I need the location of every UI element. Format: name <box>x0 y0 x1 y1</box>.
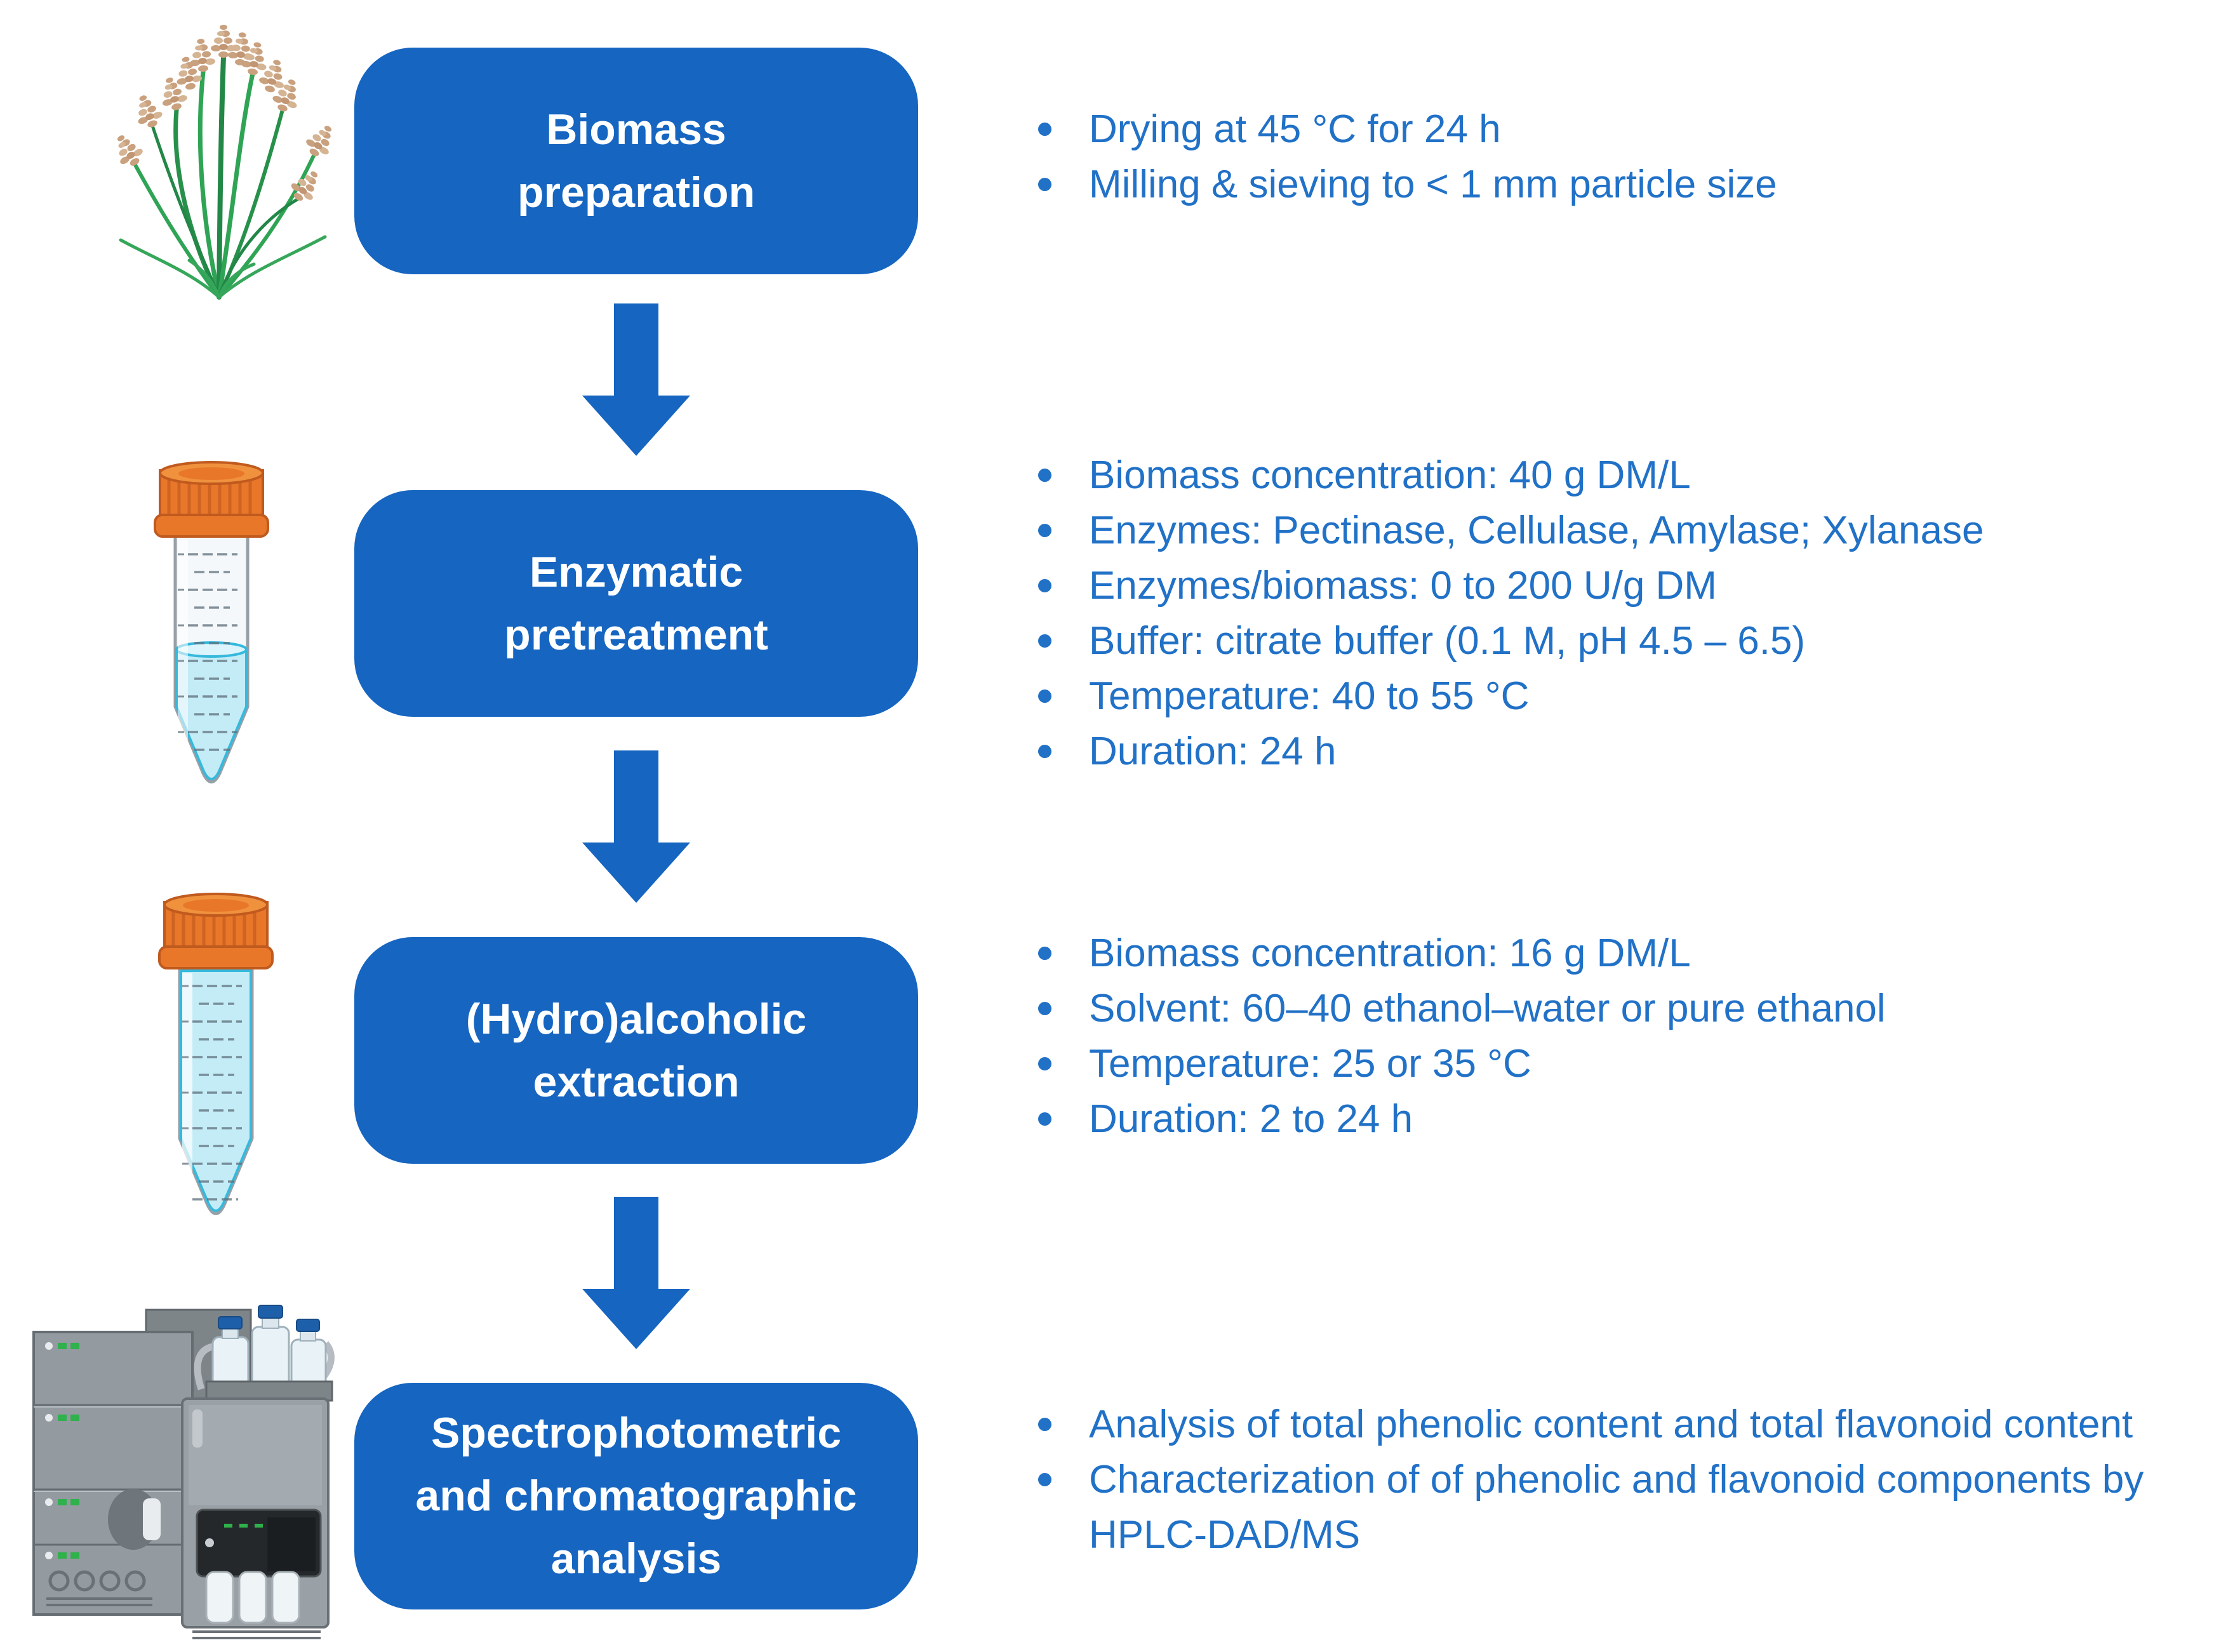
bullet-text: Milling & sieving to < 1 mm particle siz… <box>1089 163 1777 206</box>
bullet-item: Duration: 24 h <box>978 724 2222 779</box>
bullet-dot <box>1038 524 1051 537</box>
down-arrow-icon <box>582 303 690 456</box>
step-title-line: Spectrophotometric <box>430 1409 842 1457</box>
down-arrow-icon <box>582 1197 690 1349</box>
bullet-list-spectro-chromato-analysis: Analysis of total phenolic content and t… <box>978 1397 2222 1562</box>
bullet-text: Drying at 45 °C for 24 h <box>1089 107 1501 151</box>
bullet-text: Analysis of total phenolic content and t… <box>1089 1402 2133 1446</box>
step-title-line: analysis <box>550 1535 722 1583</box>
step-box-hydroalcoholic-extraction: (Hydro)alcoholic extraction <box>354 937 918 1164</box>
grass-plant-icon <box>109 25 340 300</box>
bullet-text: Enzymes: Pectinase, Cellulase, Amylase; … <box>1089 509 1984 552</box>
bullet-item: Drying at 45 °C for 24 h <box>978 102 2222 157</box>
bullet-text: Characterization of of phenolic and flav… <box>1089 1458 2144 1557</box>
bullet-dot <box>1038 947 1051 960</box>
bullet-list-biomass-preparation: Drying at 45 °C for 24 h Milling & sievi… <box>978 102 2222 212</box>
bullet-dot <box>1038 1473 1051 1486</box>
step-title-line: pretreatment <box>504 610 768 659</box>
bullet-text: Enzymes/biomass: 0 to 200 U/g DM <box>1089 564 1717 608</box>
bullet-text: Buffer: citrate buffer (0.1 M, pH 4.5 – … <box>1089 619 1806 663</box>
step-box-biomass-preparation: Biomass preparation <box>354 48 918 274</box>
falcon-tube-half-full-icon <box>154 461 269 783</box>
bullet-dot <box>1038 178 1051 191</box>
hplc-instrument-icon <box>32 1305 335 1639</box>
bullet-dot <box>1038 745 1051 758</box>
bullet-item: Enzymes: Pectinase, Cellulase, Amylase; … <box>978 503 2222 558</box>
bullet-dot <box>1038 634 1051 648</box>
bullet-list-enzymatic-pretreatment: Biomass concentration: 40 g DM/L Enzymes… <box>978 448 2222 779</box>
bullet-item: Analysis of total phenolic content and t… <box>978 1397 2222 1452</box>
bullet-text: Temperature: 25 or 35 °C <box>1089 1042 1531 1086</box>
bullet-text: Duration: 2 to 24 h <box>1089 1097 1413 1141</box>
step-title-line: Biomass <box>546 105 726 154</box>
bullet-item: Solvent: 60–40 ethanol–water or pure eth… <box>978 981 2222 1036</box>
bullet-text: Solvent: 60–40 ethanol–water or pure eth… <box>1089 987 1886 1030</box>
bullet-dot <box>1038 1112 1051 1126</box>
bullet-dot <box>1038 1002 1051 1015</box>
step-box-spectro-chromato-analysis: Spectrophotometric and chromatographic a… <box>354 1383 918 1609</box>
bullet-dot <box>1038 1057 1051 1070</box>
bullet-text: Biomass concentration: 16 g DM/L <box>1089 931 1691 975</box>
step-title-line: extraction <box>533 1057 740 1106</box>
bullet-dot <box>1038 579 1051 592</box>
bullet-text: Biomass concentration: 40 g DM/L <box>1089 453 1691 497</box>
bullet-dot <box>1038 689 1051 703</box>
bullet-item: Biomass concentration: 16 g DM/L <box>978 926 2222 981</box>
step-title-line: preparation <box>517 168 756 216</box>
step-title-line: Enzymatic <box>529 547 744 596</box>
bullet-dot <box>1038 123 1051 136</box>
bullet-item: Temperature: 25 or 35 °C <box>978 1036 2222 1091</box>
bullet-list-hydroalcoholic-extraction: Biomass concentration: 16 g DM/L Solvent… <box>978 926 2222 1147</box>
bullet-dot <box>1038 469 1051 482</box>
bullet-item: Buffer: citrate buffer (0.1 M, pH 4.5 – … <box>978 613 2222 669</box>
bullet-item: Duration: 2 to 24 h <box>978 1091 2222 1147</box>
bullet-item: Milling & sieving to < 1 mm particle siz… <box>978 157 2222 212</box>
bullet-dot <box>1038 1418 1051 1431</box>
falcon-tube-full-icon <box>158 893 274 1215</box>
step-title-line: (Hydro)alcoholic <box>465 994 807 1043</box>
step-title-line: and chromatographic <box>415 1472 857 1520</box>
bullet-item: Biomass concentration: 40 g DM/L <box>978 448 2222 503</box>
bullet-item: Characterization of of phenolic and flav… <box>978 1452 2222 1562</box>
bullet-text: Temperature: 40 to 55 °C <box>1089 674 1530 718</box>
bullet-item: Temperature: 40 to 55 °C <box>978 669 2222 724</box>
down-arrow-icon <box>582 750 690 903</box>
bullet-item: Enzymes/biomass: 0 to 200 U/g DM <box>978 558 2222 613</box>
step-box-enzymatic-pretreatment: Enzymatic pretreatment <box>354 490 918 717</box>
bullet-text: Duration: 24 h <box>1089 729 1337 773</box>
